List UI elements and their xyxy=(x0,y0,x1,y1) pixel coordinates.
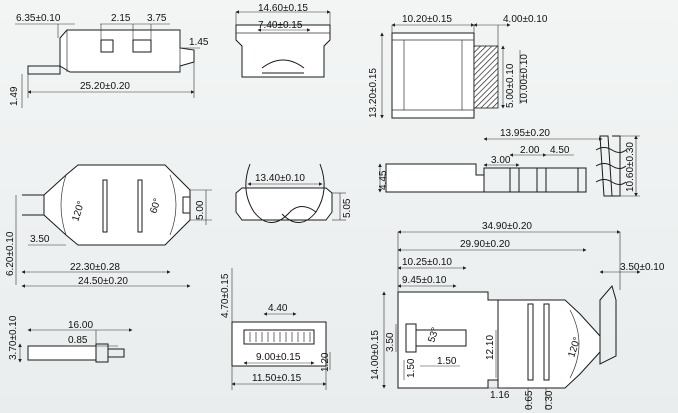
dim-window-width: 3.75 xyxy=(147,13,167,24)
dim-face-width: 11.50±0.15 xyxy=(252,373,302,384)
dim-plug-step: 0.85 xyxy=(68,335,88,346)
dim-tab-width: 3.50 xyxy=(30,234,50,245)
view-front-top-center: 14.60±0.15 7.40±0.15 xyxy=(235,3,331,78)
dim-end-width: 10.20±0.15 xyxy=(402,14,452,25)
dim-slot-width: 2.00 xyxy=(520,145,540,156)
dim-face-offset: 4.70±0.15 xyxy=(220,273,231,318)
dim-assembly-height: 14.00±0.15 xyxy=(370,330,381,380)
dim-tail-length: 13.95±0.20 xyxy=(500,128,550,139)
dim-assembly-length: 34.90±0.20 xyxy=(482,221,532,232)
dim-step-b: 1.50 xyxy=(437,356,457,367)
angle-lead: 53° xyxy=(426,326,441,344)
dim-end-height: 13.20±0.15 xyxy=(368,68,379,118)
dim-width-tab: 6.35±0.10 xyxy=(16,13,61,24)
dim-front-a: 10.25±0.10 xyxy=(402,257,452,268)
dim-contact-span: 4.40 xyxy=(268,303,288,314)
dim-overall-length: 25.20±0.20 xyxy=(80,81,130,92)
dim-gap-b: 0.30 xyxy=(544,390,555,410)
dim-front-inner: 7.40±0.15 xyxy=(258,20,303,31)
view-side-right-middle: 13.95±0.20 2.00 4.50 3.00 4.45 10.60±0.3… xyxy=(378,128,640,197)
view-face-bottom-center: 4.70±0.15 4.40 9.00±0.15 1.20 11.50±0.15 xyxy=(220,268,331,390)
dim-pin-depth: 4.00±0.10 xyxy=(503,14,548,25)
dim-spring-height: 10.60±0.30 xyxy=(625,142,636,192)
dim-latch-offset: 3.50±0.10 xyxy=(620,262,665,273)
dim-gap-a: 0.65 xyxy=(524,390,535,410)
dim-face-thickness: 1.20 xyxy=(320,352,331,372)
dim-body-height: 12.10 xyxy=(485,335,496,360)
dim-step-height: 1.45 xyxy=(189,37,209,48)
dim-pin-width-b: 10.00±0.10 xyxy=(519,54,530,104)
view-plug-bottom-left: 16.00 0.85 3.70±0.10 xyxy=(8,315,133,363)
dim-clip-height: 5.05 xyxy=(342,198,353,218)
dim-total-length: 24.50±0.20 xyxy=(78,276,128,287)
dim-slot-offset: 3.00 xyxy=(491,155,511,166)
dim-tab-length: 6.20±0.10 xyxy=(5,231,16,276)
angle-right: 60° xyxy=(148,197,163,215)
contact-row xyxy=(249,332,311,342)
dim-shell-length: 29.90±0.20 xyxy=(460,239,510,250)
dim-tab-thickness: 1.49 xyxy=(9,86,20,106)
dim-slot-gap: 4.50 xyxy=(550,145,570,156)
dim-front-width: 14.60±0.15 xyxy=(258,3,308,14)
dim-body-length: 22.30±0.28 xyxy=(70,262,120,273)
dim-lip: 1.16 xyxy=(490,390,510,401)
view-side-top-left: 6.35±0.10 2.15 3.75 1.45 25.20±0.20 1.49 xyxy=(9,13,209,108)
dim-plug-height: 3.70±0.10 xyxy=(8,315,19,360)
view-assembly-bottom-right: 34.90±0.20 29.90±0.20 10.25±0.10 9.45±0.… xyxy=(370,221,665,410)
view-end-top-right: 10.20±0.15 4.00±0.10 13.20±0.15 5.00±0.1… xyxy=(368,14,548,119)
dim-plug-length: 16.00 xyxy=(68,320,93,331)
dim-latch-height: 5.00 xyxy=(195,200,206,220)
dim-inner-height: 3.50 xyxy=(385,332,396,352)
dim-front-b: 9.45±0.10 xyxy=(402,275,447,286)
dim-side-height: 4.45 xyxy=(378,170,389,190)
dim-slot-length: 9.00±0.15 xyxy=(256,352,301,363)
view-top-left-middle: 120° 60° 5.00 3.50 6.20±0.10 22.30±0.28 … xyxy=(5,164,212,288)
dim-step-a: 1.50 xyxy=(406,358,417,378)
dim-window-gap: 2.15 xyxy=(111,13,131,24)
dim-clip-width: 13.40±0.10 xyxy=(255,173,305,184)
dim-pin-width-a: 5.00±0.10 xyxy=(505,63,516,108)
view-clip-center: 13.40±0.10 5.05 xyxy=(235,163,353,223)
